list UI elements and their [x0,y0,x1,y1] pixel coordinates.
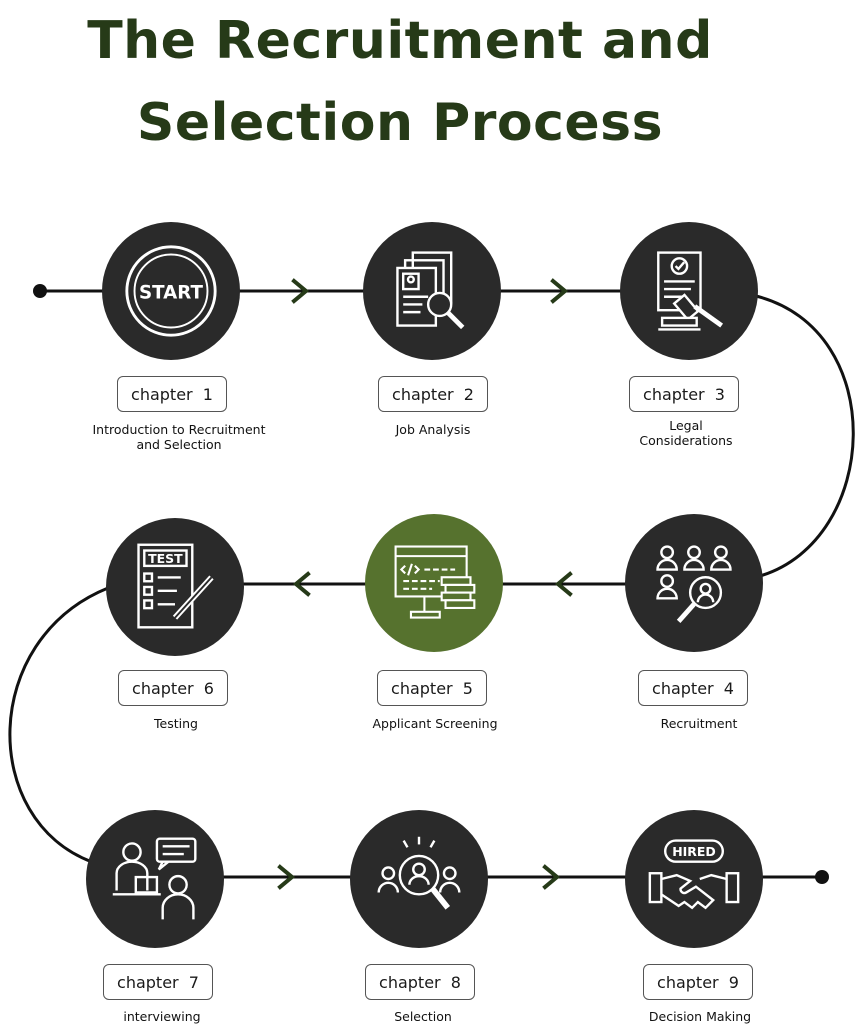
title-line-1: The Recruitment and [87,11,713,71]
arrow-left-2 [292,571,311,597]
test-checklist-icon: TEST [137,543,214,629]
step-5-node [365,514,503,652]
step-6-label: Testing [154,716,198,731]
document-search-icon [396,251,465,330]
step-5-label: Applicant Screening [372,716,498,731]
chapter-4-chip: chapter 4 [638,670,748,706]
svg-text:TEST: TEST [148,551,183,566]
arrow-right-2 [550,278,569,304]
chapter-5-chip: chapter 5 [377,670,487,706]
step-9-label: Decision Making [648,1009,752,1024]
step-4-node [625,514,763,652]
hired-handshake-icon: HIRED [648,839,740,910]
step-2-node [363,222,501,360]
step-3-label: Legal Considerations [639,418,733,448]
end-dot [815,870,829,884]
gavel-document-icon [657,251,724,331]
title-line-2: Selection Process [136,93,664,153]
people-search-icon [656,545,732,623]
step-1-label: Introduction to Recruitment and Selectio… [92,422,266,452]
start-icon: START [125,245,217,337]
chapter-2-chip: chapter 2 [378,376,488,412]
candidate-search-icon [377,836,461,910]
step-7-label: interviewing [123,1009,201,1024]
page-title: The Recruitment and Selection Process [0,0,800,164]
chapter-3-chip: chapter 3 [629,376,739,412]
arrow-right-1 [291,278,310,304]
chapter-6-chip: chapter 6 [118,670,228,706]
step-7-node [86,810,224,948]
arrow-right-4 [542,864,561,890]
step-6-node: TEST [106,518,244,656]
step-3-node [620,222,758,360]
svg-text:HIRED: HIRED [672,844,716,859]
chapter-1-chip: chapter 1 [117,376,227,412]
start-dot [33,284,47,298]
step-8-node [350,810,488,948]
step-8-label: Selection [394,1009,452,1024]
step-1-node: START [102,222,240,360]
arrow-left-1 [554,571,573,597]
interview-icon [112,837,197,920]
step-9-node: HIRED [625,810,763,948]
computer-code-icon [394,545,476,619]
chapter-7-chip: chapter 7 [103,964,213,1000]
chapter-9-chip: chapter 9 [643,964,753,1000]
left-curve-connector [8,586,109,864]
step-4-label: Recruitment [660,716,738,731]
svg-text:START: START [139,283,203,304]
step-2-label: Job Analysis [395,422,471,437]
right-curve-connector [755,294,855,578]
arrow-right-3 [277,864,296,890]
chapter-8-chip: chapter 8 [365,964,475,1000]
